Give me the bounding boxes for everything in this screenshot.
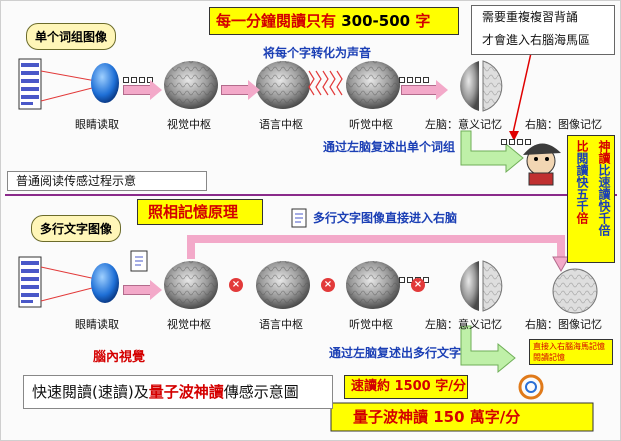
bottom-label-language: 语言中枢 [259, 318, 303, 331]
sound-wave-icon [308, 70, 343, 96]
brain-vision-label: 腦內視覺 [93, 350, 146, 365]
top-label-auditory: 听觉中枢 [349, 118, 393, 131]
brain-icon-language-bottom [256, 261, 310, 309]
multi-line-callout: 多行文字图像 [31, 215, 122, 242]
data-blocks-5 [501, 139, 531, 145]
speed-reading-label: 速讀約 1500 字/分 [351, 379, 466, 394]
photo-memory-title: 照相記憶原理 [148, 203, 239, 221]
flow-arrow-2 [221, 80, 260, 100]
speed-compare-col1-c: 倍 [575, 212, 589, 224]
speed-compare-col2-a: 神讀 [597, 140, 611, 164]
top-label-visual: 视觉中枢 [167, 118, 211, 131]
speed-compare-col1-b: 閱讀快五千 [575, 152, 589, 212]
top-label-left-brain: 左脑：意义记忆 [425, 118, 502, 131]
brain-icon-visual-bottom [164, 261, 218, 309]
top-title-number: 300-500 [336, 12, 416, 30]
brain-icon-language-top [256, 61, 310, 109]
bottom-label-auditory: 听觉中枢 [349, 318, 393, 331]
top-label-right-brain: 右脑：图像记忆 [525, 118, 602, 131]
summary-label-box: 快速閱讀(速讀)及量子波神讀傳感示意圖 [23, 375, 333, 409]
top-title-prefix: 每一分鐘閱讀只有 [216, 12, 337, 30]
direct-memory-note-box: 直接入右腦海馬記憶 閱讀記憶 [529, 339, 613, 365]
flow-arrow-b1 [123, 280, 162, 300]
top-label-language: 语言中枢 [259, 118, 303, 131]
bottom-label-right-brain: 右脑：图像记忆 [525, 318, 602, 331]
data-blocks-1 [123, 77, 153, 83]
swirl-logo-icon [518, 374, 544, 400]
convert-sound-label: 将每个字转化为声音 [263, 46, 372, 60]
brain-icon-split-top [460, 60, 503, 112]
speed-compare-col1-a: 比 [575, 140, 589, 152]
top-title: 每一分鐘閱讀只有 300-500 字 [216, 12, 431, 30]
bottom-label-eye: 眼睛读取 [75, 318, 119, 331]
speed-compare-box: 比閱讀快五千倍 神讀比速讀快千倍 [567, 135, 615, 263]
brain-icon-visual-top [164, 61, 218, 109]
speed-compare-col2: 神讀比速讀快千倍 [593, 140, 611, 236]
green-arrow-top [460, 130, 524, 174]
speed-compare-col2-b: 比速讀快千倍 [597, 164, 611, 236]
normal-reading-label-box: 普通阅读传感过程示意 [7, 171, 207, 191]
bottom-label-visual: 视觉中枢 [167, 318, 211, 331]
review-note-box: 需要重複複習背誦 才會進入右腦海馬區 [471, 5, 615, 55]
direct-right-brain-label: 多行文字图像直接进入右脑 [313, 211, 458, 225]
summary-part-b: 量子波神讀 [148, 383, 224, 401]
single-phrase-callout: 单个词组图像 [26, 23, 117, 50]
eye-icon-top [91, 63, 119, 103]
blocked-x-icon-1: × [229, 278, 243, 292]
flow-arrow-1 [123, 80, 162, 100]
brain-icon-right-bottom [552, 268, 598, 314]
speed-compare-col1: 比閱讀快五千倍 [571, 140, 589, 224]
direct-memory-note-2: 閱讀記憶 [533, 353, 565, 362]
normal-reading-label: 普通阅读传感过程示意 [16, 174, 137, 188]
direct-memory-note-1: 直接入右腦海馬記憶 [533, 342, 605, 351]
bottom-highlight-bar [330, 402, 594, 432]
bottom-label-left-brain: 左脑：意义记忆 [425, 318, 502, 331]
brain-icon-auditory-bottom [346, 261, 400, 309]
summary-part-c: 傳感示意圖 [223, 383, 299, 401]
summary-label: 快速閱讀(速讀)及量子波神讀傳感示意圖 [32, 383, 299, 401]
summary-part-a: 快速閱讀(速讀)及 [32, 383, 149, 401]
review-note-line1: 需要重複複習背誦 [482, 10, 579, 24]
top-label-eye: 眼睛读取 [75, 118, 119, 131]
cartoon-character-icon [523, 143, 561, 186]
document-icon-bottom [18, 256, 42, 308]
photo-memory-title-box: 照相記憶原理 [137, 199, 263, 225]
sight-lines-bottom [40, 266, 97, 302]
bottom-retell-label: 通过左脑复述出多行文字 [329, 346, 462, 360]
top-title-suffix: 字 [415, 12, 431, 30]
speed-reading-box: 速讀約 1500 字/分 [344, 375, 468, 399]
review-note-line2: 才會進入右腦海馬區 [482, 33, 591, 47]
blocked-x-icon-3: × [411, 278, 425, 292]
direct-path-arrow [187, 235, 565, 259]
brain-icon-split-bottom [460, 260, 503, 312]
brain-icon-auditory-top [346, 61, 400, 109]
sight-lines-top [40, 70, 97, 102]
top-title-box: 每一分鐘閱讀只有 300-500 字 [209, 7, 459, 35]
note-pointer-line [512, 52, 532, 134]
page-icon-direct [291, 208, 307, 228]
top-retell-label: 通过左脑复述出单个词组 [323, 140, 456, 154]
quantum-speed-label: 量子波神讀 150 萬字/分 [353, 408, 521, 426]
eye-icon-bottom [91, 263, 119, 303]
green-arrow-bottom [460, 325, 516, 374]
blocked-x-icon-2: × [321, 278, 335, 292]
flow-arrow-4 [401, 80, 448, 100]
data-blocks-4 [399, 77, 429, 83]
page-icon-bottom-left [130, 250, 148, 272]
document-icon-top [18, 58, 42, 110]
